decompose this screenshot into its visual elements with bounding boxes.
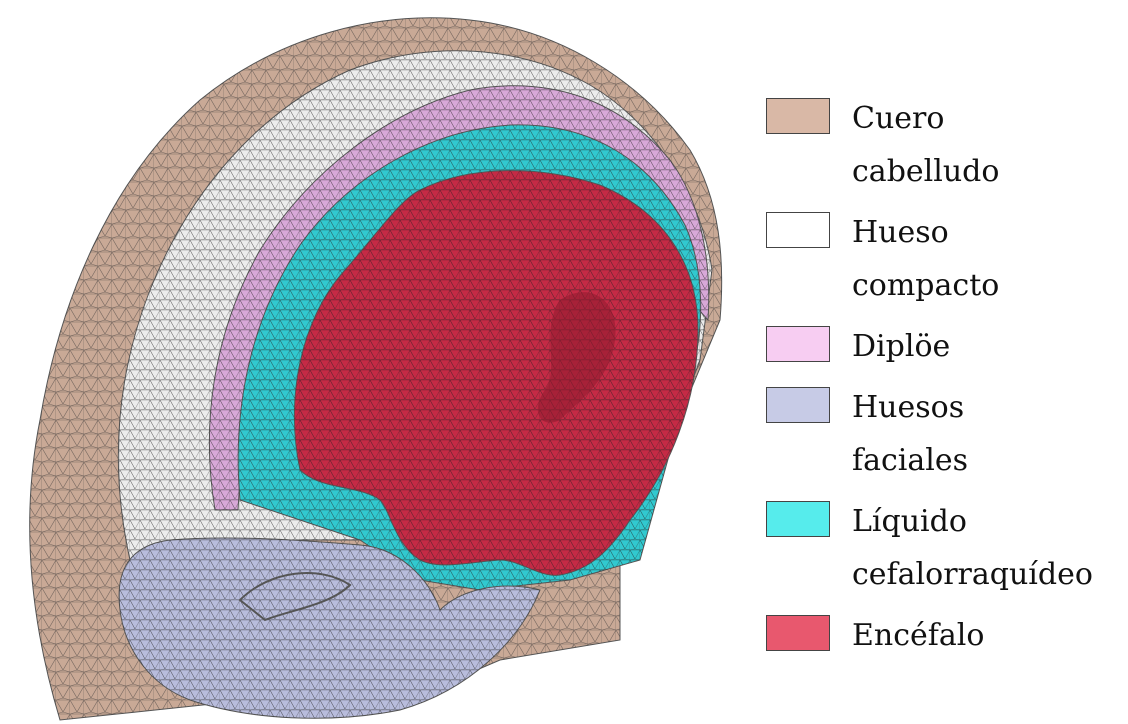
- legend-item-facial-bones: Huesos faciales: [766, 381, 1126, 487]
- head-mesh-illustration: [0, 0, 740, 724]
- legend-swatch-scalp: [766, 98, 830, 134]
- legend-swatch-csf: [766, 501, 830, 537]
- legend-label-diploe: Diplöe: [852, 320, 1122, 373]
- legend-item-scalp: Cuero cabelludo: [766, 92, 1126, 198]
- legend-label-compact-bone: Hueso compacto: [852, 206, 1122, 312]
- legend-label-facial-bones: Huesos faciales: [852, 381, 1122, 487]
- legend-item-brain: Encéfalo: [766, 609, 1126, 662]
- legend-swatch-diploe: [766, 326, 830, 362]
- legend: Cuero cabelludo Hueso compacto Diplöe Hu…: [766, 92, 1126, 670]
- legend-label-brain: Encéfalo: [852, 609, 1122, 662]
- legend-swatch-compact-bone: [766, 212, 830, 248]
- legend-label-scalp: Cuero cabelludo: [852, 92, 1122, 198]
- legend-label-csf: Líquido cefalorraquídeo: [852, 495, 1122, 601]
- legend-item-diploe: Diplöe: [766, 320, 1126, 373]
- legend-item-compact-bone: Hueso compacto: [766, 206, 1126, 312]
- legend-swatch-brain: [766, 615, 830, 651]
- legend-swatch-facial-bones: [766, 387, 830, 423]
- legend-item-csf: Líquido cefalorraquídeo: [766, 495, 1126, 601]
